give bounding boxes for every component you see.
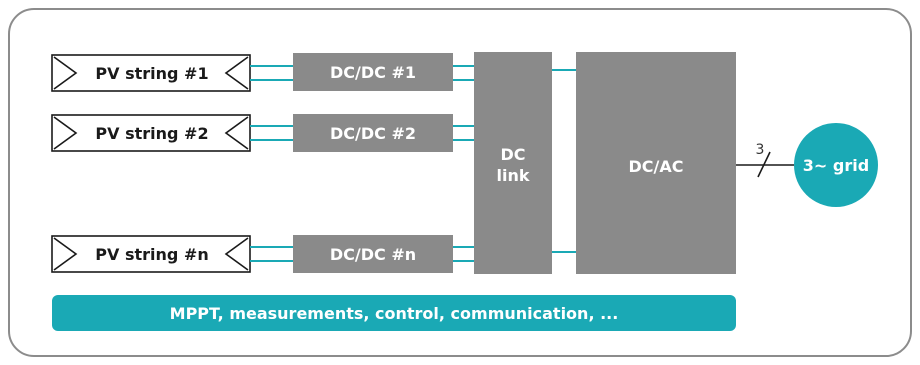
pv-panel-right-chevron-icon bbox=[224, 56, 249, 90]
dcac-inverter-block: DC/AC bbox=[576, 52, 736, 274]
dcdc-label: DC/DC #1 bbox=[330, 63, 416, 82]
dc-link-block: DC link bbox=[474, 52, 552, 274]
dcdc-label: DC/DC #2 bbox=[330, 124, 416, 143]
mppt-bar-label: MPPT, measurements, control, communicati… bbox=[170, 304, 619, 323]
pv-string-1: PV string #1 bbox=[51, 54, 251, 92]
pv-panel-left-chevron-icon bbox=[53, 116, 78, 150]
pv-string-label: PV string #1 bbox=[95, 64, 208, 83]
phase-slash-icon bbox=[757, 151, 771, 178]
connection-lines bbox=[250, 65, 576, 262]
dcdc-label: DC/DC #n bbox=[330, 245, 416, 264]
pv-string-2: PV string #2 bbox=[51, 114, 251, 152]
dcdc-converter-1: DC/DC #1 bbox=[293, 53, 453, 91]
dcdc-converter-2: DC/DC #2 bbox=[293, 114, 453, 152]
pv-string-label: PV string #2 bbox=[95, 124, 208, 143]
grid-node: 3~ grid bbox=[794, 123, 878, 207]
grid-label: 3~ grid bbox=[803, 156, 869, 175]
pv-string-label: PV string #n bbox=[95, 245, 208, 264]
dcdc-converter-n: DC/DC #n bbox=[293, 235, 453, 273]
three-phase-output-line: 3 bbox=[736, 142, 794, 178]
dcac-label: DC/AC bbox=[629, 157, 684, 176]
pv-panel-right-chevron-icon bbox=[224, 116, 249, 150]
phase-count-label: 3 bbox=[756, 142, 765, 158]
dc-link-label-line1: DC bbox=[500, 145, 525, 164]
mppt-control-bar: MPPT, measurements, control, communicati… bbox=[52, 295, 736, 331]
pv-panel-left-chevron-icon bbox=[53, 56, 78, 90]
pv-panel-right-chevron-icon bbox=[224, 237, 249, 271]
pv-string-n: PV string #n bbox=[51, 235, 251, 273]
dc-link-label-line2: link bbox=[497, 166, 530, 185]
pv-panel-left-chevron-icon bbox=[53, 237, 78, 271]
